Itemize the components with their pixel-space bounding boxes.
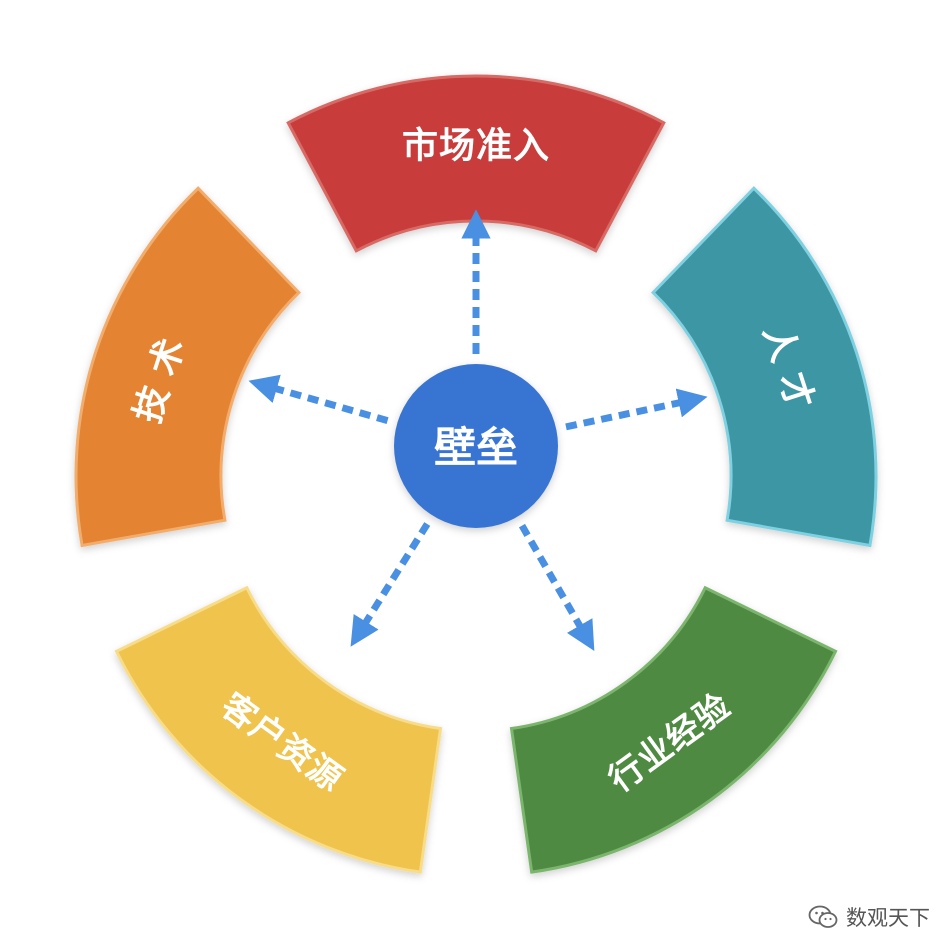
arrow-to-talent: [565, 388, 708, 431]
arrow-to-customer-resources: [350, 522, 431, 647]
segment-shape-technology: [74, 186, 301, 548]
segment-label-market-access: 市场准入: [402, 126, 550, 167]
segment-shape-market-access: [286, 74, 666, 253]
segment-customer-resources: 客户资源: [114, 585, 443, 874]
center-label: 壁垒: [434, 423, 518, 472]
arrows-layer: [248, 209, 708, 651]
center-node: 壁垒: [394, 364, 558, 528]
arrow-to-industry-experience: [518, 523, 595, 651]
segment-market-access: 市场准入: [286, 74, 666, 253]
segment-shape-industry-experience: [509, 585, 838, 874]
wechat-icon: [808, 905, 838, 928]
segment-technology: 技术: [74, 186, 301, 548]
segment-shape-talent: [651, 186, 878, 548]
watermark-text: 数观天下: [846, 906, 930, 930]
arrow-to-technology: [248, 374, 389, 425]
segment-shape-customer-resources: [114, 585, 443, 874]
center-circle: [394, 364, 558, 528]
segment-talent: 人才: [651, 186, 878, 548]
watermark: 数观天下: [808, 902, 930, 932]
segment-industry-experience: 行业经验: [509, 585, 838, 874]
